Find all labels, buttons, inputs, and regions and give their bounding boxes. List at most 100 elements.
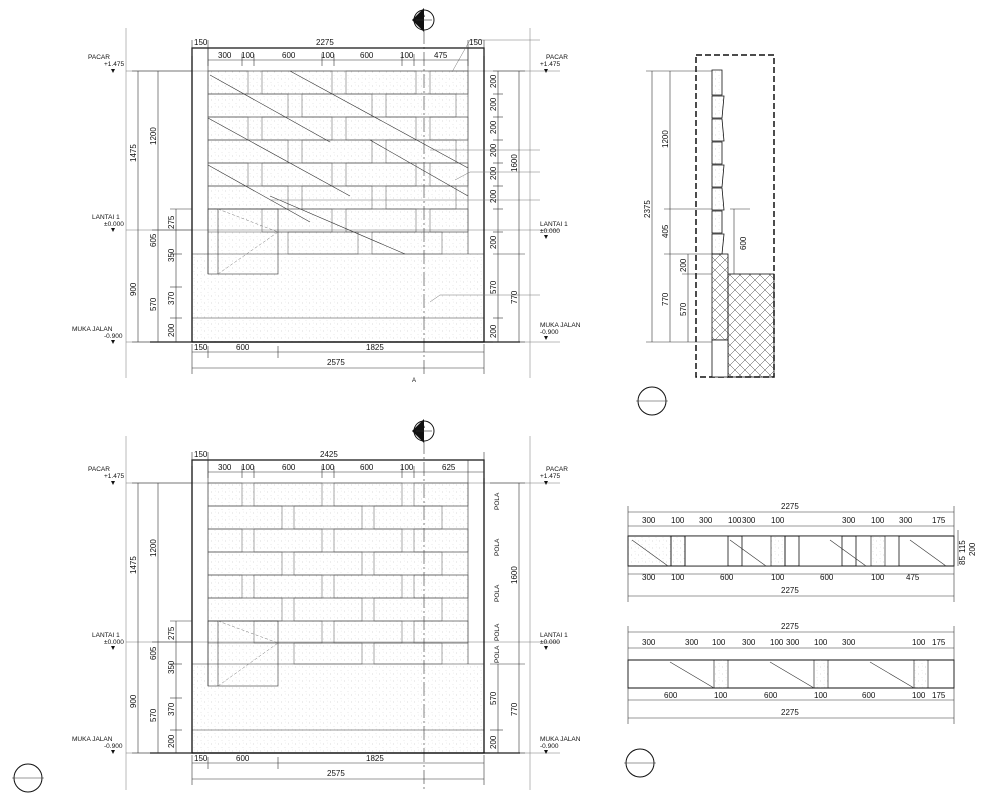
left-sub-1: 1200	[149, 127, 158, 145]
elevation-bottom: POLA POLA POLA POLA POLA 150 2425 300 10…	[12, 419, 581, 793]
detail1-bot-1: 300	[642, 573, 656, 582]
right-dim-5: 200	[489, 166, 498, 180]
right-lower-2: 200	[489, 324, 498, 338]
section-blocks	[711, 69, 725, 255]
level-lantai-right: LANTAI 1 ±0.000	[540, 221, 568, 239]
bottom-elev-top-dim-8: 625	[442, 463, 456, 472]
bottom-elev-left-sub-6: 570	[149, 708, 158, 722]
detail1-top-6: 100	[771, 516, 785, 525]
bottom-level-lantai-right: LANTAI 1 ±0.000	[540, 632, 568, 650]
left-sub-7: 900	[129, 282, 138, 296]
bottom-elev-top-dim-1: 150	[194, 450, 208, 459]
block-pattern-bottom	[207, 482, 469, 665]
detail1-top-8: 100	[871, 516, 885, 525]
svg-text:LANTAI 1: LANTAI 1	[540, 221, 568, 228]
bottom-dim-3: 1825	[366, 343, 384, 352]
bottom-elev-left-sub-4: 350	[167, 660, 176, 674]
detail1-bot-4: 100	[771, 573, 785, 582]
left-sub-3: 605	[149, 233, 158, 247]
left-total: 1475	[129, 144, 138, 162]
top-dim-8: 475	[434, 51, 448, 60]
svg-text:PACAR: PACAR	[88, 54, 110, 61]
pola-label-2: POLA	[494, 538, 501, 556]
bottom-dim-1: 150	[194, 343, 208, 352]
top-dim-2: 300	[218, 51, 232, 60]
section-marker-top: A -	[412, 8, 435, 32]
pola-label-4: POLA	[494, 623, 501, 641]
top-dim-4: 600	[282, 51, 296, 60]
detail1-top-7: 300	[842, 516, 856, 525]
detail1-bot-7: 475	[906, 573, 920, 582]
section-dim-4: 770	[661, 292, 670, 306]
right-dim-3: 200	[489, 120, 498, 134]
svg-text:+1.475: +1.475	[540, 473, 560, 480]
svg-text:PACAR: PACAR	[546, 466, 568, 473]
right-dim-1: 200	[489, 74, 498, 88]
detail2-top-3: 100	[712, 638, 726, 647]
detail-plan-1: 2275 300 100 300 100 300 100 300 100 300…	[627, 502, 977, 602]
section-marker-dash: -	[422, 24, 424, 30]
level-lantai-left: LANTAI 1 ±0.000	[92, 214, 124, 232]
top-dim-3: 100	[241, 51, 255, 60]
svg-text:-0.900: -0.900	[540, 329, 559, 336]
svg-text:LANTAI 1: LANTAI 1	[92, 632, 120, 639]
bottom-elev-bottom-dim-1: 150	[194, 754, 208, 763]
detail1-side-2: 115	[958, 540, 967, 553]
svg-text:LANTAI 1: LANTAI 1	[540, 632, 568, 639]
left-sub-2: 275	[167, 215, 176, 229]
bottom-elev-top-dim-7: 100	[400, 463, 414, 472]
block-pattern-top	[207, 70, 469, 255]
detail1-side-1: 85	[958, 556, 967, 565]
detail2-top-2: 300	[685, 638, 699, 647]
section-inner-dim: 600	[739, 236, 748, 250]
svg-text:MUKA JALAN: MUKA JALAN	[72, 736, 113, 743]
detail1-bot-6: 100	[871, 573, 885, 582]
detail1-bot-3: 600	[720, 573, 734, 582]
bottom-elev-bottom-dim-2: 600	[236, 754, 250, 763]
svg-text:-0.900: -0.900	[104, 333, 123, 340]
bottom-elev-bottom-total: 2575	[327, 769, 345, 778]
level-muka-jalan-left: MUKA JALAN -0.900	[72, 326, 123, 344]
bottom-elev-top-dim-3: 100	[241, 463, 255, 472]
svg-text:±0.000: ±0.000	[104, 221, 124, 228]
bottom-elev-top-dim-2: 300	[218, 463, 232, 472]
bottom-elev-left-sub-5: 370	[167, 702, 176, 716]
right-total: 1600	[510, 154, 519, 172]
detail1-bot-5: 600	[820, 573, 834, 582]
detail2-top-5: 100	[770, 638, 784, 647]
svg-text:+1.475: +1.475	[104, 61, 124, 68]
bottom-level-muka-jalan-right: MUKA JALAN -0.900	[540, 736, 581, 754]
right-dim-4: 200	[489, 143, 498, 157]
bottom-total: 2575	[327, 358, 345, 367]
svg-text:±0.000: ±0.000	[540, 228, 560, 235]
bottom-elev-left-sub-8: 200	[167, 734, 176, 748]
detail2-top-6: 300	[786, 638, 800, 647]
detail1-top-total: 2275	[781, 502, 799, 511]
svg-text:-0.900: -0.900	[104, 743, 123, 750]
right-dim-7: 200	[489, 235, 498, 249]
bottom-elev-right-lower-2: 200	[489, 735, 498, 749]
svg-text:MUKA JALAN: MUKA JALAN	[540, 322, 581, 329]
detail2-bot-2: 100	[714, 691, 728, 700]
detail-plan-2: 2275 300 300 100 300 100 300 100 300 100…	[624, 622, 955, 778]
svg-text:PACAR: PACAR	[88, 466, 110, 473]
svg-text:±0.000: ±0.000	[540, 639, 560, 646]
svg-text:-: -	[422, 435, 424, 441]
detail2-bot-6: 100	[912, 691, 926, 700]
detail1-top-2: 100	[671, 516, 685, 525]
svg-text:MUKA JALAN: MUKA JALAN	[72, 326, 113, 333]
bottom-elev-left-total: 1475	[129, 556, 138, 574]
detail2-top-total: 2275	[781, 622, 799, 631]
detail2-top-8: 300	[842, 638, 856, 647]
detail2-bot-1: 600	[664, 691, 678, 700]
detail2-top-7: 100	[814, 638, 828, 647]
section-marker-letter: A	[421, 13, 425, 19]
bottom-elev-top-dim-5: 100	[321, 463, 335, 472]
bottom-level-muka-jalan-left: MUKA JALAN -0.900	[72, 736, 123, 754]
detail1-bottom-total: 2275	[781, 586, 799, 595]
top-dim-7: 100	[400, 51, 414, 60]
detail2-top-1: 300	[642, 638, 656, 647]
svg-text:-0.900: -0.900	[540, 743, 559, 750]
section-dim-2: 405	[661, 224, 670, 238]
section-tick-a: A	[412, 378, 416, 384]
